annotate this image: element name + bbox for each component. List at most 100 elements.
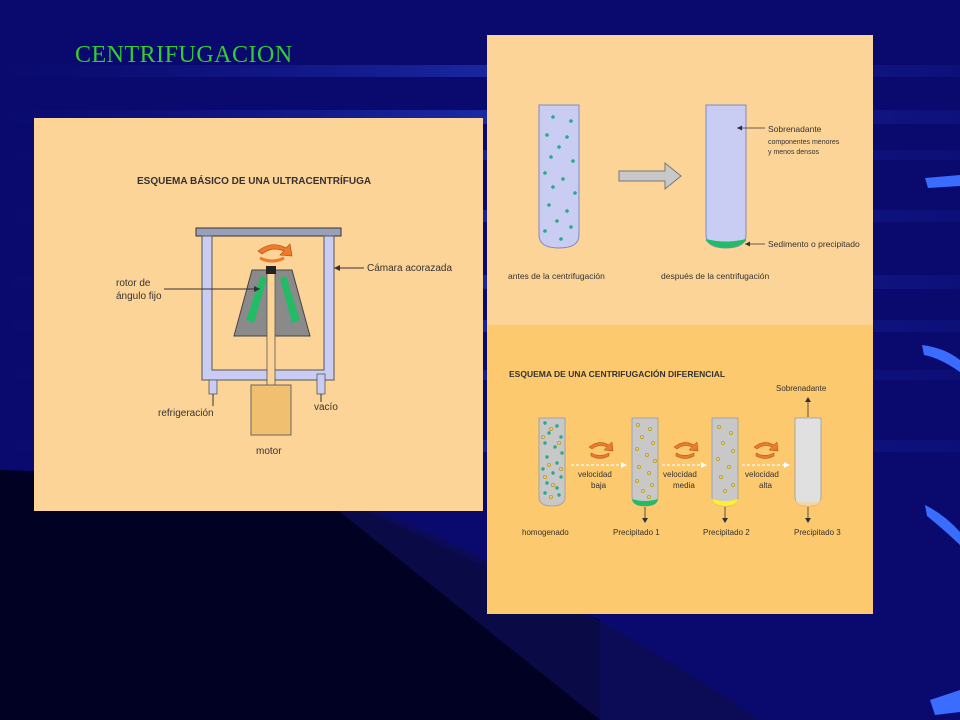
rotation-arrow-icon xyxy=(673,441,699,452)
ultracentrifuge-heading: ESQUEMA BÁSICO DE UNA ULTRACENTRÍFUGA xyxy=(137,174,371,187)
sediment-pointer-icon xyxy=(745,241,750,247)
particle-dot xyxy=(559,237,563,241)
particle-dot xyxy=(545,133,549,137)
particle-dot xyxy=(636,464,641,469)
particle-dot xyxy=(551,115,555,119)
particle-dot xyxy=(555,486,559,490)
tube-homogenate xyxy=(538,417,566,507)
particle-dot xyxy=(728,431,733,436)
particle-dot xyxy=(573,191,577,195)
particle-dot xyxy=(639,435,644,440)
particle-dot xyxy=(634,447,639,452)
transfer-arrow-icon xyxy=(784,462,790,468)
particle-dot xyxy=(543,171,547,175)
supernatant-label: Sobrenadante xyxy=(768,124,822,134)
particle-dot xyxy=(551,185,555,189)
basic-centrifugation-panel: Sobrenadante componentes menores y menos… xyxy=(487,35,873,325)
tube1-particles xyxy=(634,423,657,499)
motor-label: motor xyxy=(256,446,282,457)
centrifuge-lid xyxy=(195,227,342,237)
particle-dot xyxy=(547,431,551,435)
particle-dot xyxy=(649,482,654,487)
particle-dot xyxy=(646,470,651,475)
particle-dot xyxy=(720,441,725,446)
particle-dot xyxy=(551,482,556,487)
particle-dot xyxy=(553,445,557,449)
armored-chamber xyxy=(201,235,335,381)
rotor-pointer-icon xyxy=(254,286,260,292)
tube2-particles xyxy=(715,425,735,493)
particle-dot xyxy=(559,475,563,479)
particle-dot xyxy=(634,478,639,483)
particle-dot xyxy=(640,488,645,493)
speed-medium-word: velocidad xyxy=(663,470,697,479)
particle-dot xyxy=(543,229,547,233)
rotor-label-line1: rotor de xyxy=(116,278,151,289)
particle-dot xyxy=(565,135,569,139)
particle-dot xyxy=(726,464,731,469)
precipitate-down-arrow-icon xyxy=(642,518,648,523)
particle-dot xyxy=(569,119,573,123)
particle-dot xyxy=(635,423,640,428)
slide-title: CENTRIFUGACION xyxy=(75,42,293,68)
particle-dot xyxy=(543,421,547,425)
precipitate-down-arrow-icon xyxy=(722,518,728,523)
particle-dot xyxy=(545,481,549,485)
particle-dot xyxy=(545,455,549,459)
precipitate-down-arrow-icon xyxy=(805,518,811,523)
right-edge-glints xyxy=(922,175,960,715)
particle-dot xyxy=(559,435,563,439)
particle-dot xyxy=(652,458,657,463)
vacuum-pipe xyxy=(316,373,326,395)
rotation-arrow-icon xyxy=(257,243,293,257)
rotation-arrow-icon xyxy=(588,441,614,452)
speed-high-word: velocidad xyxy=(745,470,779,479)
sediment-label: Sedimento o precipitado xyxy=(768,239,860,249)
tube-after xyxy=(705,104,747,249)
supernatant-desc-line1: componentes menores xyxy=(768,139,840,146)
homogenate-particles xyxy=(541,421,564,499)
particle-dot xyxy=(555,219,559,223)
particle-dot xyxy=(557,145,561,149)
spindle-cap xyxy=(266,266,276,274)
particle-dot xyxy=(565,209,569,213)
particle-dot xyxy=(644,452,649,457)
particle-dot xyxy=(715,456,720,461)
particle-dot xyxy=(547,462,552,467)
particle-dot xyxy=(549,494,554,499)
particle-dot xyxy=(559,466,564,471)
transfer-arrow-icon xyxy=(621,462,627,468)
homogenate-label: homogenado xyxy=(522,528,569,537)
rotor-tube-right xyxy=(280,276,300,323)
speed-high-label: alta xyxy=(759,481,772,490)
transfer-arrow-icon xyxy=(701,462,707,468)
supernatant-pointer-icon xyxy=(737,125,742,131)
particle-dot xyxy=(722,488,727,493)
particle-dot xyxy=(543,441,547,445)
cooling-pipe xyxy=(208,379,218,395)
supernatant-desc-line2: y menos densos xyxy=(768,149,819,156)
tube-before xyxy=(538,104,580,249)
rotor-tube-left xyxy=(246,276,267,323)
particle-dot xyxy=(555,424,559,428)
particle-dot xyxy=(557,441,562,446)
before-label: antes de la centrifugación xyxy=(508,271,605,281)
particle-dot xyxy=(718,474,723,479)
after-label: después de la centrifugación xyxy=(661,271,769,281)
particle-dot xyxy=(730,449,735,454)
particle-dot xyxy=(569,225,573,229)
chamber-label: Cámara acorazada xyxy=(367,263,452,274)
chamber-pointer-icon xyxy=(334,265,340,271)
precipitate-2-layer xyxy=(712,498,738,506)
rotation-arrow-icon xyxy=(753,441,779,452)
particle-dot xyxy=(647,427,652,432)
precipitate-1-layer xyxy=(632,498,658,506)
suspended-particles xyxy=(543,115,577,241)
particle-dot xyxy=(541,467,545,471)
particle-dot xyxy=(650,441,655,446)
particle-dot xyxy=(549,427,554,432)
particle-dot xyxy=(547,203,551,207)
particle-dot xyxy=(541,435,546,440)
particle-dot xyxy=(543,491,547,495)
diff-supernatant-label: Sobrenadante xyxy=(776,384,827,393)
